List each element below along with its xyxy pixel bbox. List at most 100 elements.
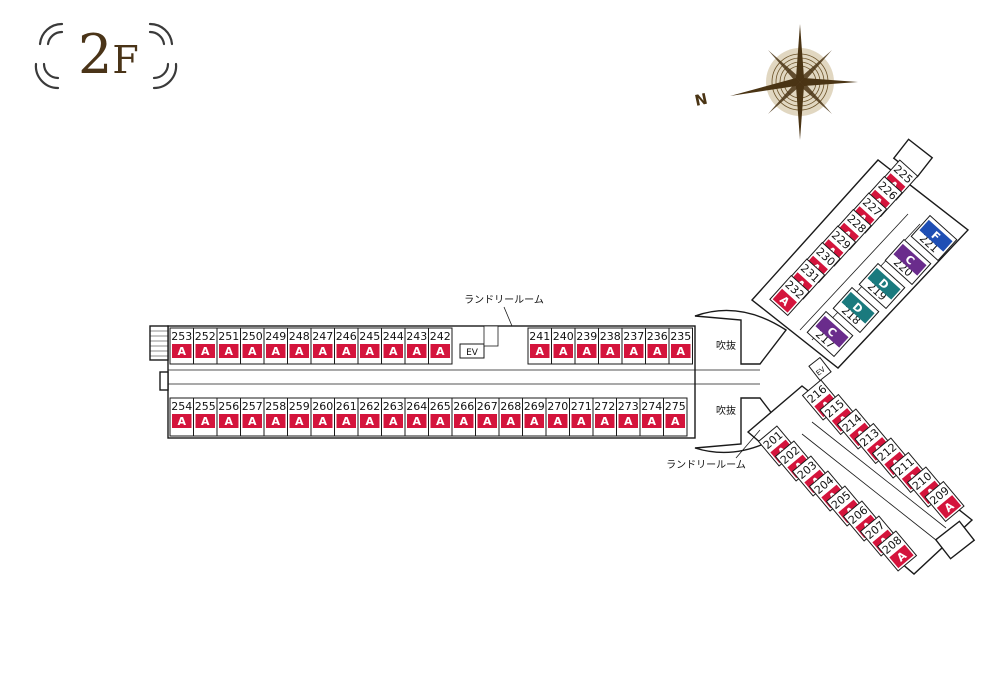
room-number: 239 — [576, 330, 597, 343]
room-type-label: A — [653, 345, 662, 358]
room-type-label: A — [436, 345, 445, 358]
room-type-label: A — [177, 415, 186, 428]
room-number: 251 — [218, 330, 239, 343]
room-type-badge — [336, 414, 356, 428]
room-type-label: A — [365, 415, 374, 428]
room-number: 268 — [500, 400, 521, 413]
floor-title-ornament — [34, 22, 178, 90]
room-type-badge — [407, 344, 427, 358]
room-type-badge — [242, 414, 262, 428]
elevator-label: EV — [466, 348, 479, 358]
room-number: 267 — [477, 400, 498, 413]
room-type-badge — [289, 414, 309, 428]
room-type-badge — [501, 414, 521, 428]
room-type-badge — [671, 344, 691, 358]
room-number: 242 — [430, 330, 451, 343]
room-type-label: A — [671, 415, 680, 428]
room-number: 258 — [265, 400, 286, 413]
room-type-badge — [772, 288, 797, 313]
room-type-badge — [430, 344, 450, 358]
room-type-label: A — [535, 345, 544, 358]
room-type-badge — [242, 344, 262, 358]
room-number: 238 — [600, 330, 621, 343]
room-number: 262 — [359, 400, 380, 413]
room-number: 261 — [336, 400, 357, 413]
room-number: 248 — [289, 330, 310, 343]
room-type-label: A — [483, 415, 492, 428]
room-type-badge — [313, 414, 333, 428]
atrium-label-south: 吹抜 — [716, 404, 736, 417]
west-wing-north-rooms: 253A252A251A250A249A248A247A246A245A244A… — [169, 327, 693, 365]
room-type-label: A — [318, 415, 327, 428]
room-type-badge — [336, 344, 356, 358]
room-number: 244 — [383, 330, 404, 343]
room-type-label: A — [224, 345, 233, 358]
room-type-label: A — [295, 415, 304, 428]
northeast-wing-outer-rooms: 225A226A227A228A229A230A231A232A — [769, 159, 919, 317]
room-type-label: A — [295, 345, 304, 358]
room-type-badge — [430, 414, 450, 428]
room-type-label: A — [271, 415, 280, 428]
room-type-label: A — [436, 415, 445, 428]
laundry-label-north: ランドリールーム — [464, 294, 544, 306]
room-type-badge — [548, 414, 568, 428]
room-type-label: A — [201, 415, 210, 428]
room-number: 275 — [665, 400, 686, 413]
room-number: 269 — [524, 400, 545, 413]
laundry-label-south: ランドリールーム — [666, 459, 746, 471]
room-number: 253 — [171, 330, 192, 343]
room-type-label: A — [248, 345, 257, 358]
room-number: 257 — [242, 400, 263, 413]
room-type-badge — [642, 414, 662, 428]
room-number: 273 — [618, 400, 639, 413]
southeast-wing-outer-rooms: 201A202A203A204A205A206A207A208A — [757, 425, 918, 572]
room-number: 260 — [312, 400, 333, 413]
room-type-badge — [266, 414, 286, 428]
